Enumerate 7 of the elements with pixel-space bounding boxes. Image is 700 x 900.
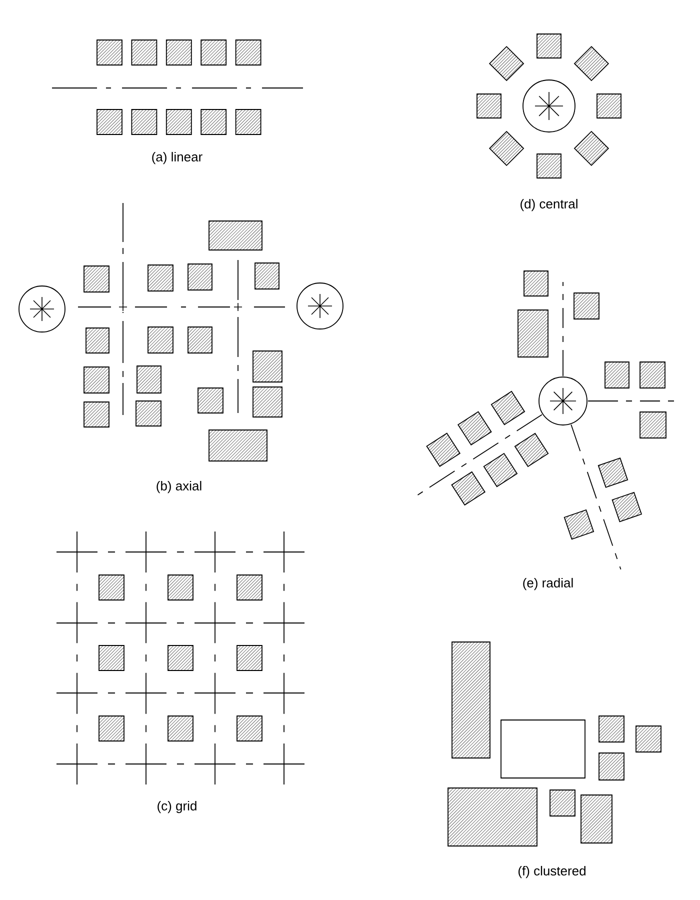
caption: (d) central bbox=[520, 198, 578, 212]
caption: (a) linear bbox=[152, 152, 202, 164]
caption: (c) grid bbox=[158, 800, 196, 814]
caption: (b) axial bbox=[156, 480, 202, 494]
caption: (f) clustered bbox=[518, 866, 586, 878]
open-rectangle bbox=[500, 720, 586, 778]
caption: (e) radial bbox=[523, 578, 573, 590]
